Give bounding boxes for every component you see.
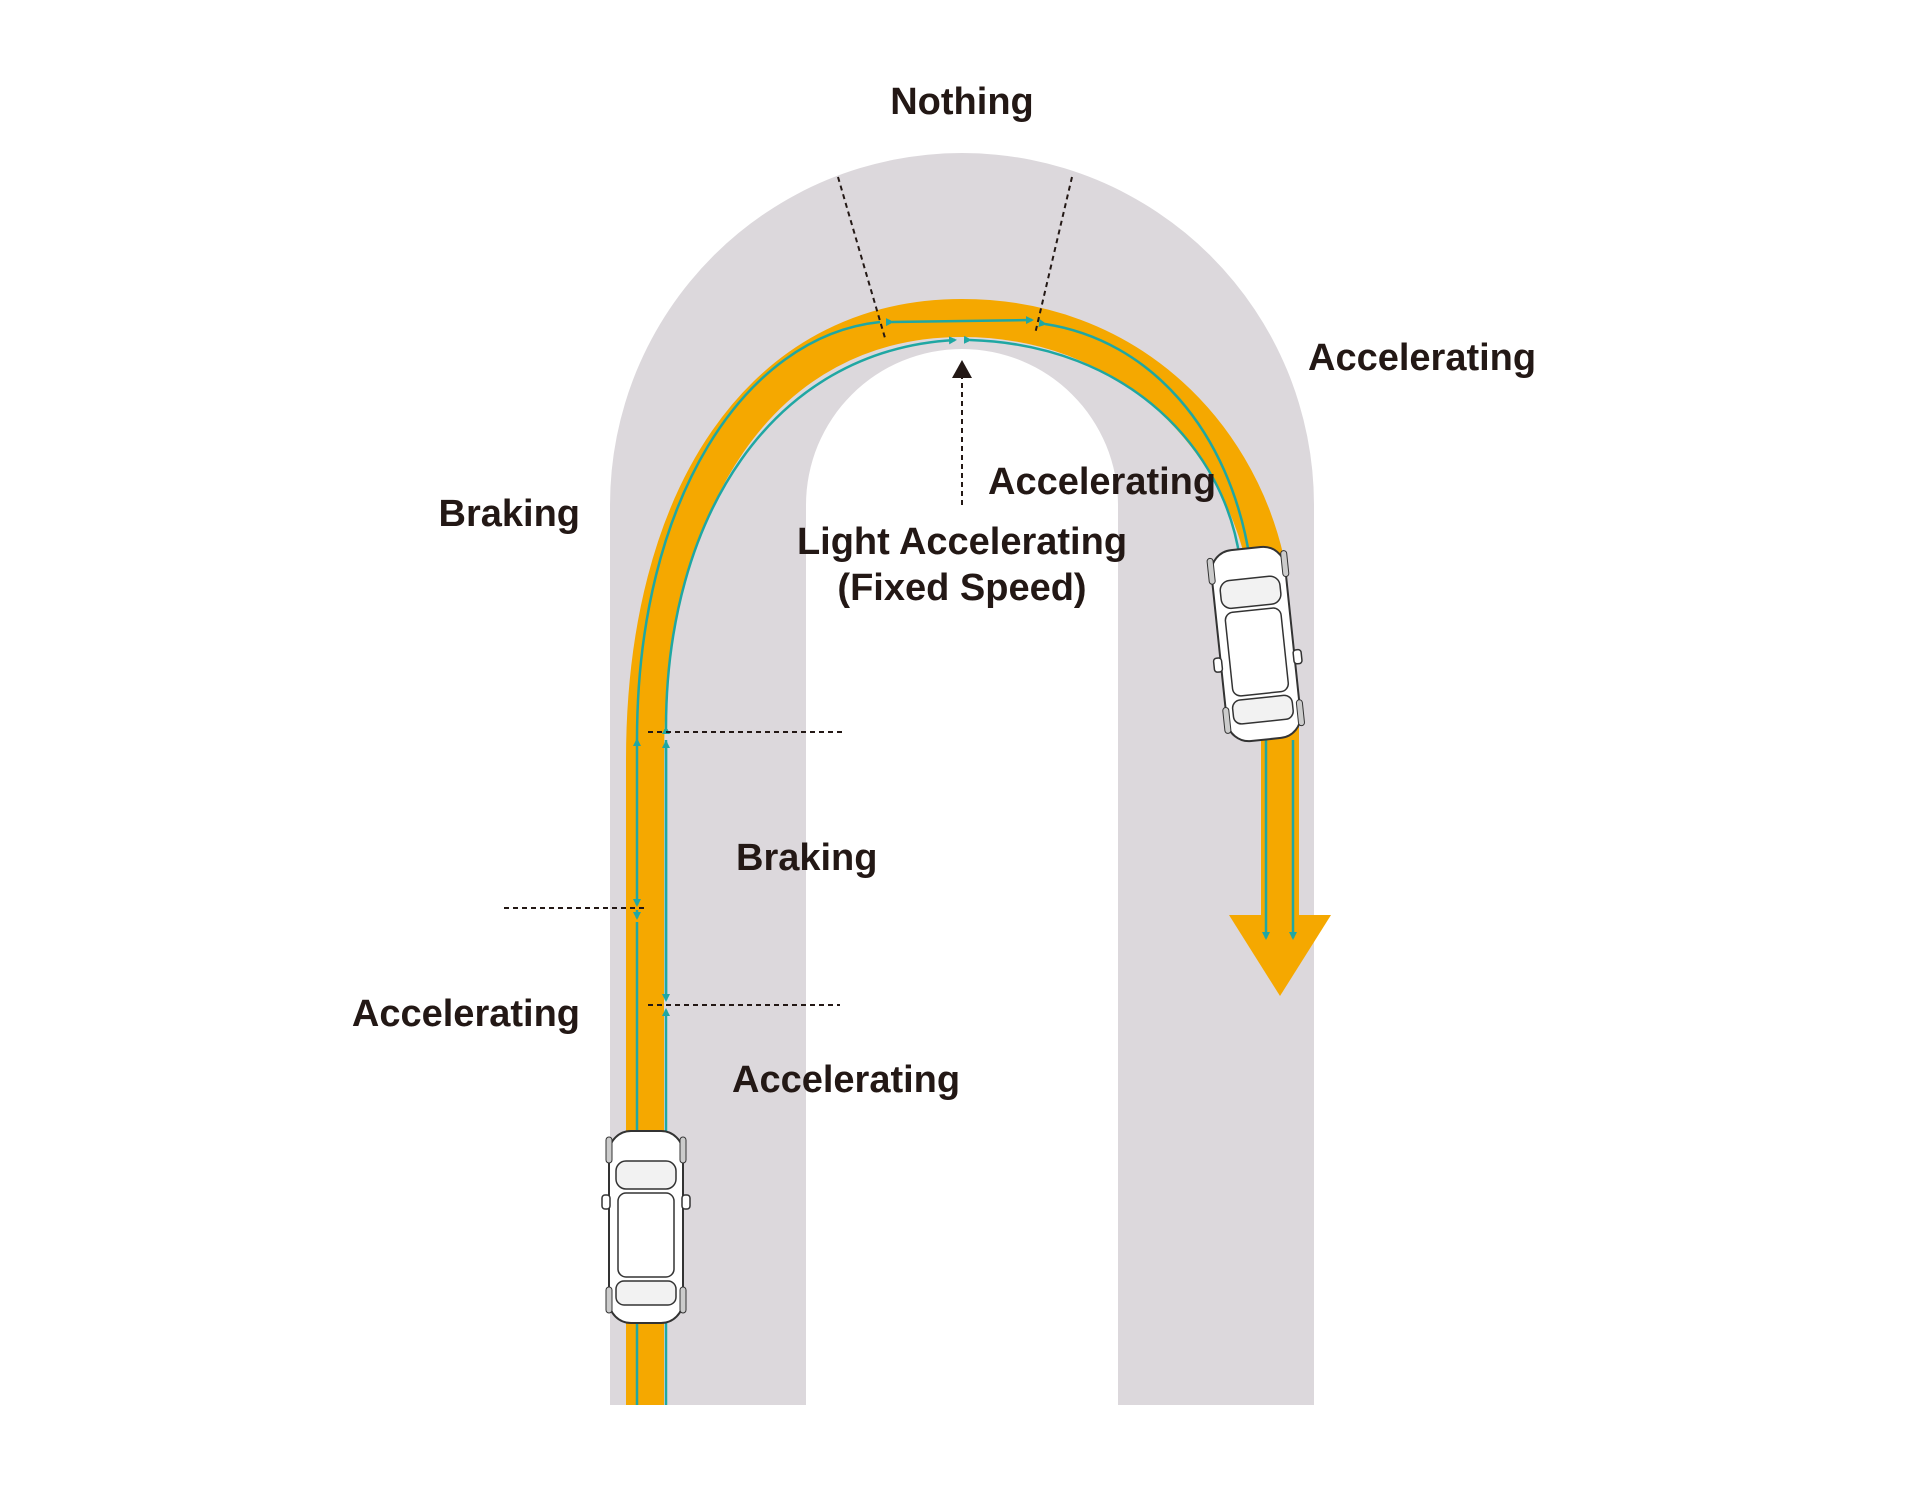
label-accelerating-top-right: Accelerating [1308,337,1537,379]
label-accelerating-bottom: Accelerating [732,1059,961,1101]
label-fixed-speed: (Fixed Speed) [837,567,1087,609]
guide-curve-outer-right [1038,319,1252,561]
guide-curve-inner [661,336,957,735]
car-entering [601,1130,691,1324]
guide-curve-inner-right [963,335,1242,561]
pointer-light-accelerating-head [952,360,972,378]
label-braking-left: Braking [438,493,580,535]
label-accelerating-left: Accelerating [351,993,580,1035]
car-exiting [1206,545,1305,743]
label-braking-inner: Braking [736,837,878,879]
driving-line-arrowhead [1229,915,1331,996]
label-light-accelerating: Light Accelerating [796,521,1128,563]
label-accelerating-inner: Accelerating [988,461,1217,503]
divider-nothing-left [837,176,886,339]
label-nothing: Nothing [890,81,1034,123]
nothing-segment-arrow [885,316,1034,327]
road [610,153,1314,1405]
